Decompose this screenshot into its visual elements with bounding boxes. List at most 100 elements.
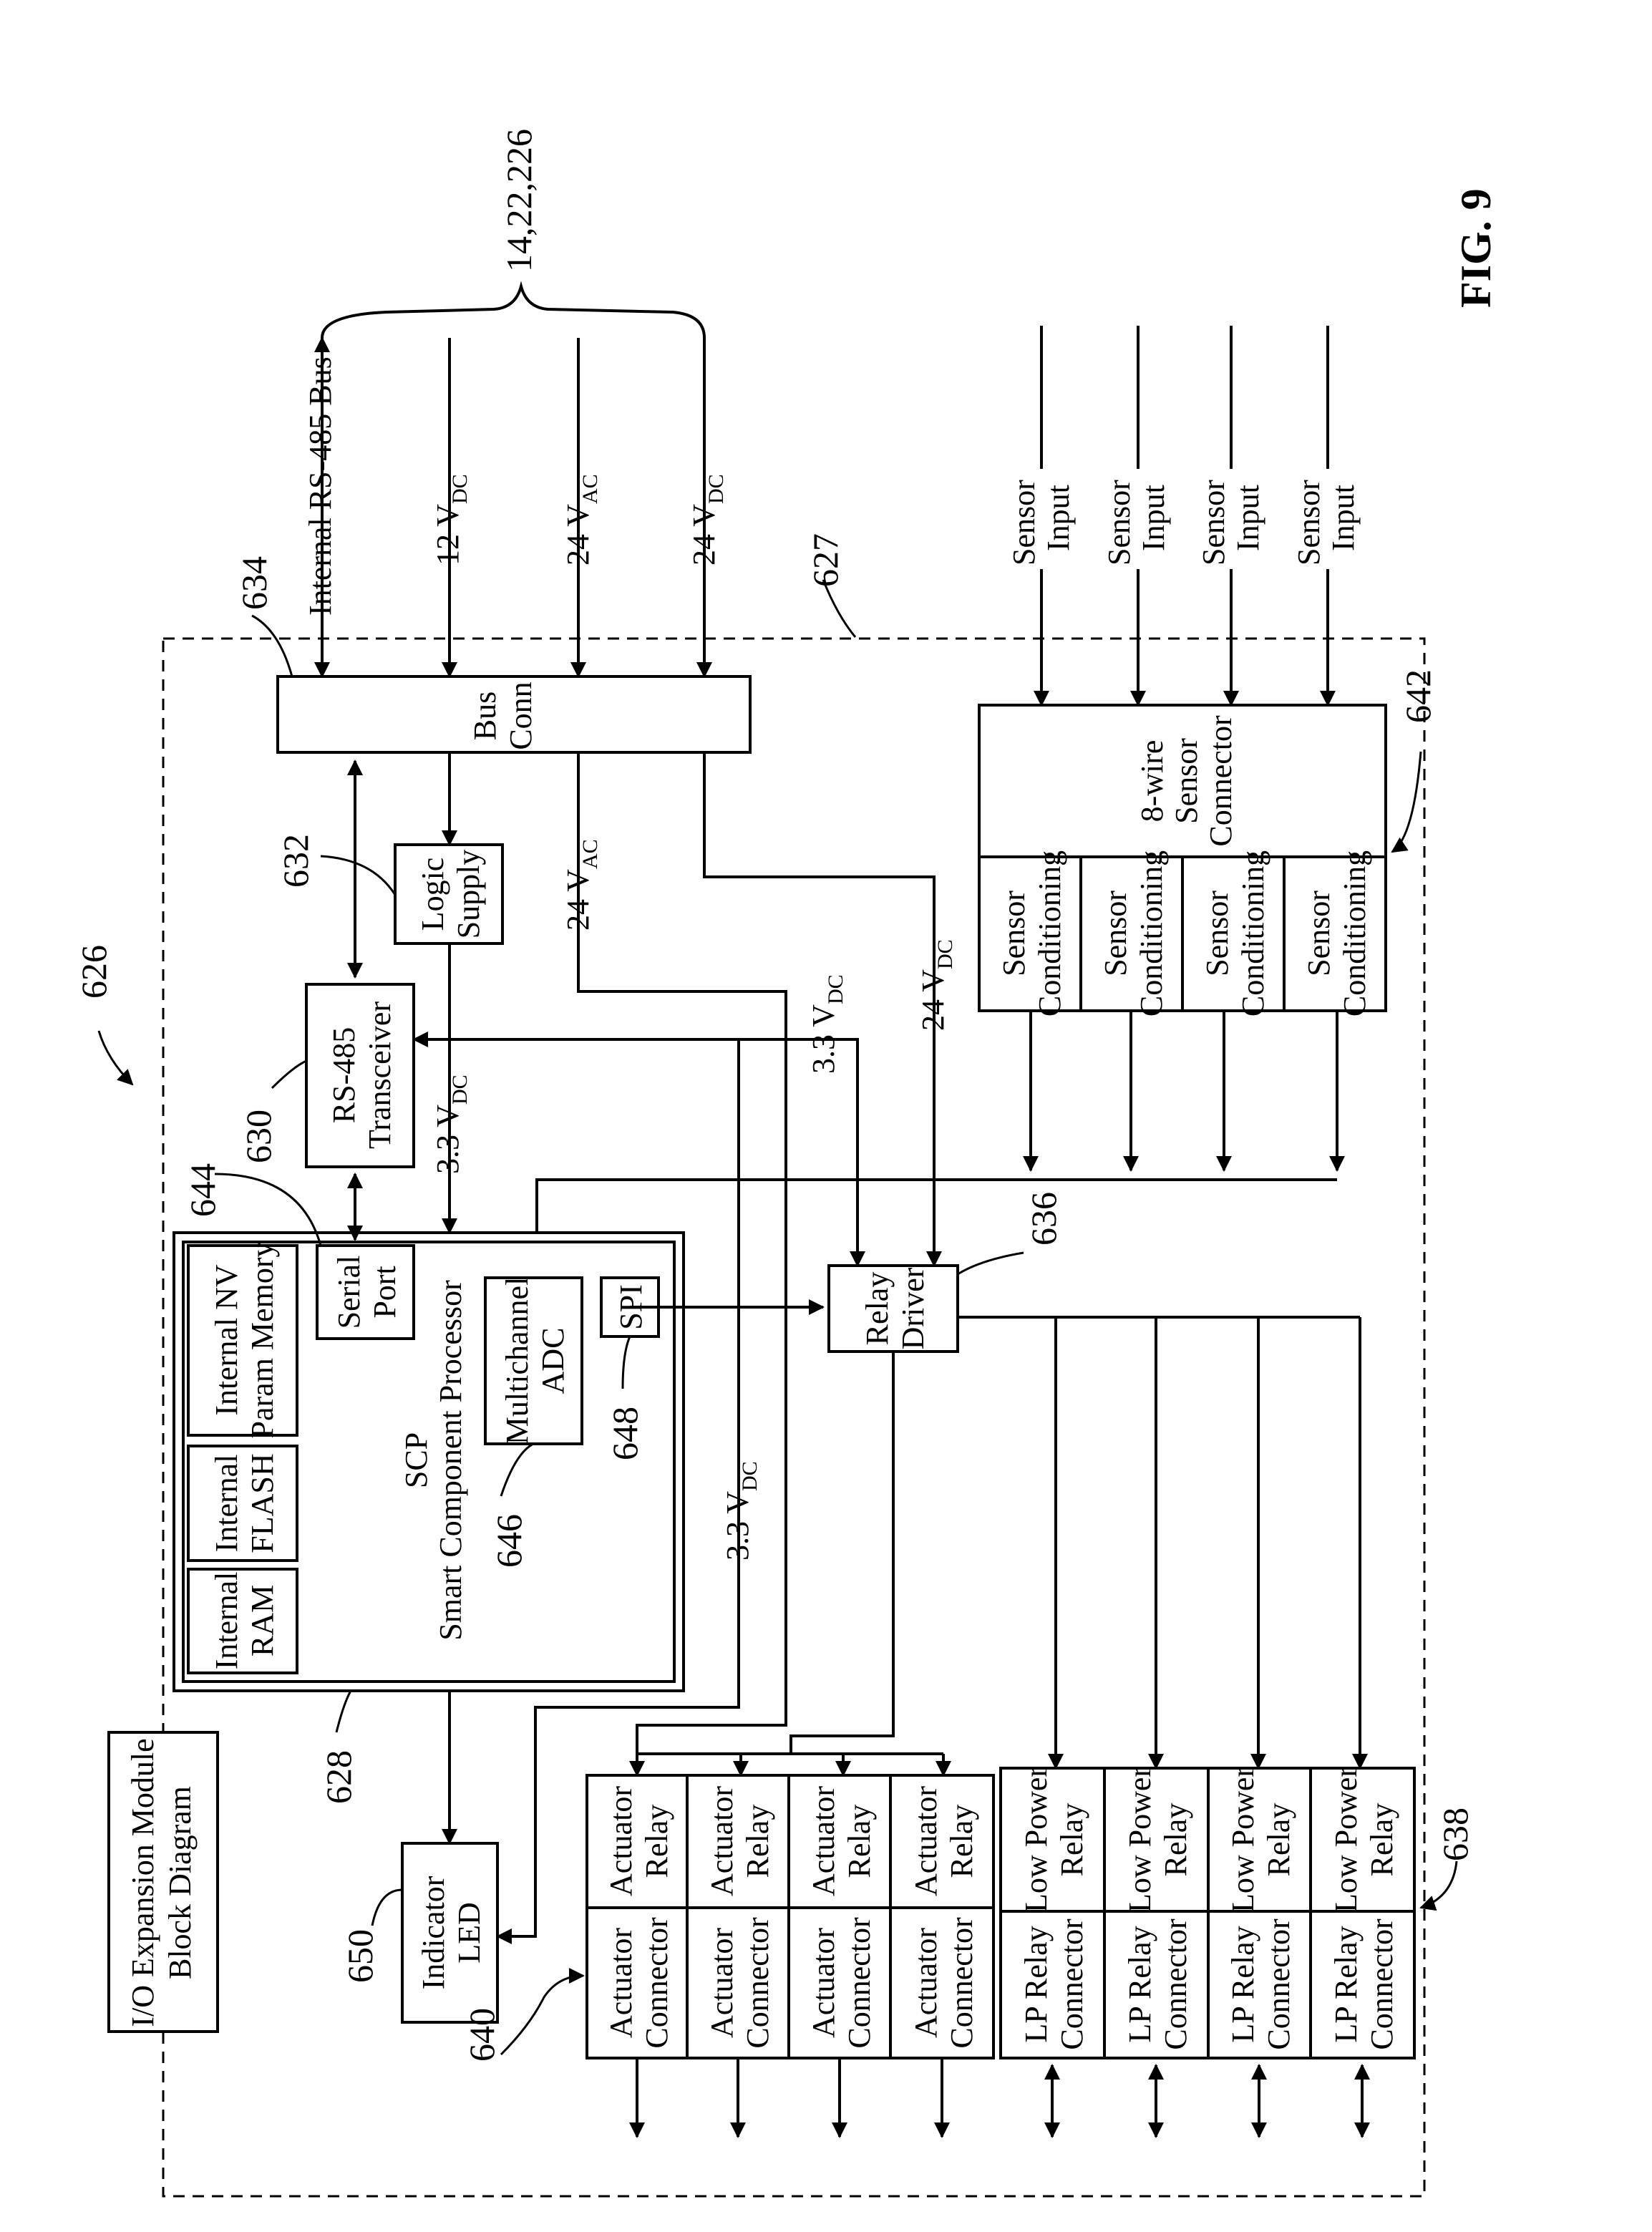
rs485-bus-label: Internal RS-485 Bus — [303, 356, 338, 616]
sensor-cond-2-l1: Sensor — [1098, 891, 1133, 976]
lp-conn-3-l2: Connector — [1261, 1918, 1296, 2050]
sensor-input-2-l2: Input — [1136, 485, 1171, 551]
rs485-transceiver — [305, 983, 415, 1168]
ref-642: 642 — [1398, 669, 1438, 723]
act-drive-trunk — [789, 1352, 895, 1754]
relay-driver-l1: Relay — [860, 1272, 895, 1346]
v33c-sub: DC — [738, 1461, 762, 1491]
act-relay-2-l2: Relay — [740, 1805, 775, 1878]
sensor-conditioning-1 — [978, 855, 1082, 1012]
sensor-cond-1-l2: Conditioning — [1032, 850, 1067, 1016]
v24ac-ext-label: 24 V — [560, 504, 596, 566]
title-box: I/O Expansion Module Block Diagram — [107, 1731, 219, 2033]
internal-flash-l2: FLASH — [245, 1453, 280, 1553]
ref-632-leader — [320, 855, 397, 896]
ref-630-leader — [271, 1059, 307, 1090]
svg-text:12 VDC: 12 VDC — [430, 474, 472, 566]
sensor-input-3-l1: Sensor — [1196, 480, 1231, 566]
ref-636: 636 — [1024, 1192, 1064, 1246]
lp-relay-3-l1: Low Power — [1225, 1767, 1260, 1913]
ref-628-leader — [335, 1690, 352, 1733]
actuator-relay-1 — [586, 1774, 689, 1909]
bus-group-brace — [321, 281, 706, 339]
ref-646-leader — [500, 1442, 534, 1497]
ref-646: 646 — [489, 1514, 529, 1568]
scp-label-1: SCP — [399, 1432, 434, 1488]
ref-634: 634 — [234, 556, 274, 610]
v24dc-int-sub: DC — [933, 939, 957, 969]
title-line-2: Block Diagram — [162, 1786, 198, 1979]
v24dc-ext-label: 24 V — [686, 504, 721, 566]
v33-to-relay-driver — [739, 1038, 859, 1266]
v33b-sub: DC — [824, 974, 847, 1004]
lp-connector-4 — [1309, 1910, 1416, 2059]
indicator-led-l2: LED — [452, 1902, 487, 1964]
v24dc-rail — [703, 752, 936, 1266]
sensor-connector-label-3: Connector — [1203, 715, 1238, 847]
lp-conn-3-l1: LP Relay — [1225, 1926, 1260, 2042]
ref-644-leader — [214, 1173, 322, 1246]
v33a-label: 3.3 V — [430, 1105, 465, 1174]
lp-conn-2-l2: Connector — [1158, 1918, 1193, 2050]
serial-port-l1: Serial — [331, 1256, 366, 1329]
actuator-relay-2 — [686, 1774, 790, 1909]
sensor-input-1-l2: Input — [1041, 485, 1076, 551]
lp-relay-4-l2: Relay — [1364, 1803, 1399, 1877]
lp-connector-3 — [1207, 1910, 1312, 2059]
ref-640-arrow — [500, 1968, 585, 2056]
lp-conn-4-l1: LP Relay — [1328, 1926, 1364, 2042]
ref-626-arrow — [97, 1030, 134, 1086]
act-conn-2-l1: Actuator — [704, 1928, 739, 2038]
scp-inner — [182, 1241, 676, 1683]
svg-text:24 VDC: 24 VDC — [686, 474, 728, 566]
relay-driver-l2: Driver — [895, 1267, 931, 1349]
serial-port — [316, 1244, 415, 1340]
lp-relay-3-l2: Relay — [1261, 1803, 1296, 1877]
v24dc-ext-sub: DC — [704, 474, 728, 504]
logic-supply-label-1: Logic — [415, 858, 450, 931]
v24ac-int-label: 24 V — [560, 869, 596, 931]
act-relay-4-l1: Actuator — [908, 1786, 943, 1896]
ref-650: 650 — [340, 1929, 380, 1983]
actuator-connector-4 — [889, 1906, 995, 2059]
logic-supply-label-2: Supply — [451, 850, 486, 939]
indicator-led-l1: Indicator — [416, 1876, 451, 1989]
v24ac-rail — [577, 752, 787, 1761]
v33a-sub: DC — [448, 1074, 472, 1105]
ref-638-arrow — [1419, 1860, 1458, 1911]
act-relay-2-l1: Actuator — [704, 1786, 739, 1896]
ref-630: 630 — [238, 1110, 278, 1163]
sensor-input-2-l1: Sensor — [1102, 480, 1137, 566]
act-relay-1-l2: Relay — [639, 1805, 674, 1878]
svg-text:24 VAC: 24 VAC — [560, 839, 602, 931]
v24ac-ext-sub: AC — [578, 474, 602, 504]
act-conn-2-l2: Connector — [740, 1917, 775, 2049]
ref-627-leader — [822, 579, 857, 638]
title-line-1: I/O Expansion Module — [125, 1738, 160, 2027]
sensor-cond-1-l1: Sensor — [996, 891, 1031, 976]
transceiver-label-1: RS-485 — [326, 1027, 361, 1123]
sensor-input-1-l1: Sensor — [1006, 480, 1041, 566]
ref-636-leader — [957, 1251, 1024, 1276]
figure-label: FIG. 9 — [1452, 188, 1500, 308]
act-conn-1-l2: Connector — [639, 1917, 674, 2049]
lp-connector-1 — [999, 1910, 1106, 2059]
v12-label: 12 V — [430, 504, 465, 566]
actuator-relay-4 — [889, 1774, 995, 1909]
ref-634-leader — [251, 614, 293, 677]
act-conn-3-l2: Connector — [842, 1917, 877, 2049]
act-relay-1-l1: Actuator — [603, 1786, 638, 1896]
ref-648-leader — [621, 1336, 631, 1389]
ref-bus-group: 14,22,226 — [499, 129, 539, 272]
indicator-led — [401, 1842, 499, 2024]
actuator-connector-1 — [586, 1906, 689, 2059]
sensor-cond-3-l2: Conditioning — [1235, 850, 1270, 1016]
v33c-label: 3.3 V — [720, 1491, 755, 1561]
sensor-cond-4-l1: Sensor — [1301, 891, 1336, 976]
sensor-cond-3-l1: Sensor — [1200, 891, 1235, 976]
v24dc-int-label: 24 V — [915, 969, 951, 1031]
lp-conn-2-l1: LP Relay — [1122, 1926, 1157, 2042]
